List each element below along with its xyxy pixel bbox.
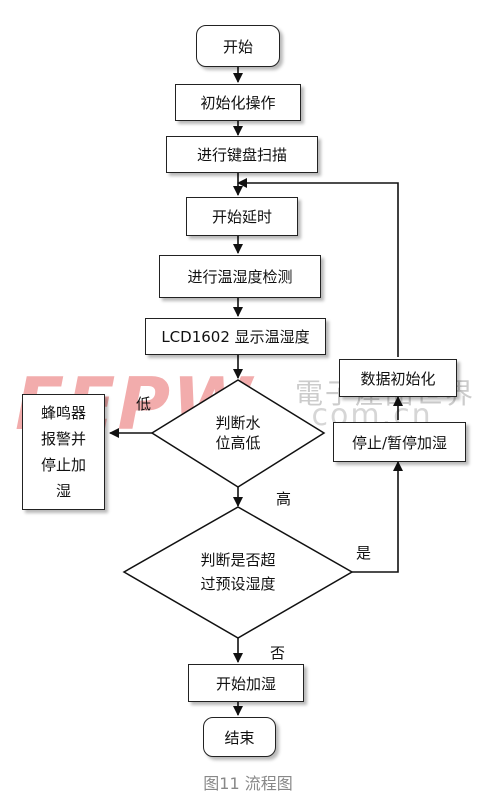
start-terminal: 开始 xyxy=(196,25,280,67)
stop-pause-humidify-box: 停止/暂停加湿 xyxy=(333,422,466,462)
start-humidify-box: 开始加湿 xyxy=(188,664,304,702)
init-operation-box: 初始化操作 xyxy=(175,84,301,121)
start-delay-box: 开始延时 xyxy=(186,197,298,236)
lcd-display-box: LCD1602 显示温湿度 xyxy=(145,318,326,355)
edge-label-no: 否 xyxy=(270,644,286,662)
water-level-decision-label: 判断水 位高低 xyxy=(215,414,261,452)
water-level-decision-diamond xyxy=(150,379,326,488)
data-init-box: 数据初始化 xyxy=(339,359,457,397)
edge-label-low: 低 xyxy=(136,395,152,413)
arrow-loop-back xyxy=(237,178,399,357)
buzzer-alarm-box: 蜂鸣器 报警并 停止加 湿 xyxy=(22,394,105,510)
keyboard-scan-box: 进行键盘扫描 xyxy=(166,136,318,173)
edge-label-high: 高 xyxy=(276,490,292,508)
end-terminal: 结束 xyxy=(203,717,276,757)
edge-label-yes: 是 xyxy=(356,544,372,562)
arrow-yes-to-stop xyxy=(352,461,403,573)
figure-caption: 图11 流程图 xyxy=(203,774,293,793)
humidity-decision-diamond xyxy=(122,506,354,639)
humidity-decision-label: 判断是否超 过预设湿度 xyxy=(200,551,276,593)
temp-humid-detect-box: 进行温湿度检测 xyxy=(159,255,321,298)
